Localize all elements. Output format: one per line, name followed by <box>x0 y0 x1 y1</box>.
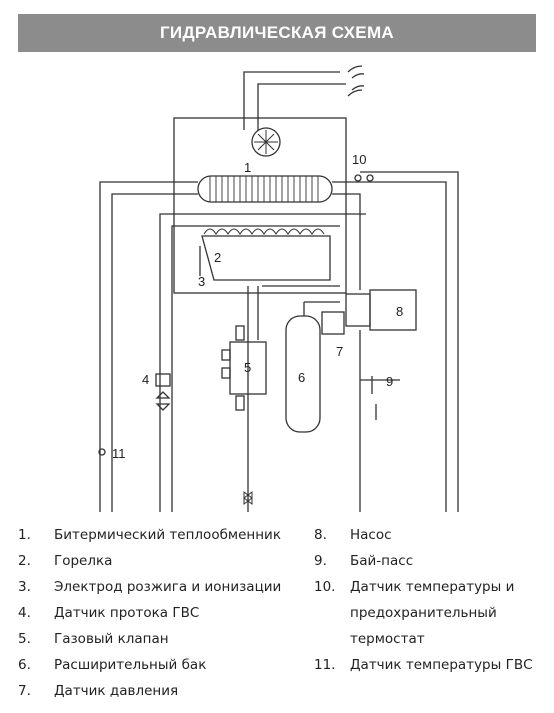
legend-text: Бай-пасс <box>350 553 414 569</box>
legend-right: 8. Насос 9. Бай-пасс 10. Датчик температуры и… <box>314 522 533 678</box>
boiler-casing <box>173 117 347 294</box>
pressure-sensor <box>321 311 345 335</box>
legend-number: 7. <box>18 683 31 699</box>
legend-text: Датчик температуры и <box>350 579 515 595</box>
legend-text: термостат <box>350 631 425 647</box>
legend-number: 10. <box>314 579 336 595</box>
label-7: 7 <box>336 344 343 359</box>
legend-text: Битермический теплообменник <box>54 527 281 543</box>
legend-item: 1. Битермический теплообменник <box>18 522 281 548</box>
burner <box>201 235 331 281</box>
temp-sensor <box>354 174 362 182</box>
page-title: ГИДРАВЛИЧЕСКАЯ СХЕМА <box>18 14 536 52</box>
label-1: 1 <box>244 160 251 175</box>
label-11: 11 <box>112 446 126 461</box>
heat-exchanger <box>197 175 333 203</box>
bypass <box>359 330 400 512</box>
label-6: 6 <box>298 370 305 385</box>
legend-number: 9. <box>314 553 327 569</box>
legend-item: 4. Датчик протока ГВС <box>18 600 281 626</box>
legend-number: 11. <box>314 657 336 673</box>
legend-text: Расширительный бак <box>54 657 207 673</box>
legend-number: 2. <box>18 553 31 569</box>
legend-number: 4. <box>18 605 31 621</box>
legend-item: 3. Электрод розжига и ионизации <box>18 574 281 600</box>
label-8: 8 <box>396 304 403 319</box>
flue-arrows <box>347 65 365 97</box>
legend-item: 8. Насос <box>314 522 533 548</box>
legend-item: 11. Датчик температуры ГВС <box>314 652 533 678</box>
label-9: 9 <box>386 374 393 389</box>
legend-number: 3. <box>18 579 31 595</box>
legend-item: 7. Датчик давления <box>18 678 281 704</box>
expansion-tank <box>285 315 321 433</box>
legend-text: предохранительный <box>350 605 497 621</box>
legend-number: 8. <box>314 527 327 543</box>
legend-item: предохранительный <box>314 600 533 626</box>
legend-text: Датчик температуры ГВС <box>350 657 533 673</box>
legend-item: 9. Бай-пасс <box>314 548 533 574</box>
dhw-temp-sensor <box>98 448 106 456</box>
label-4: 4 <box>142 372 149 387</box>
legend-number <box>314 600 350 626</box>
flue-duct <box>243 71 346 130</box>
legend-left: 1. Битермический теплообменник 2. Горелка 3.… <box>18 522 281 704</box>
flow-sensor <box>155 373 171 387</box>
legend-number <box>314 626 350 652</box>
legend-item: 2. Горелка <box>18 548 281 574</box>
label-3: 3 <box>198 274 205 289</box>
fan <box>251 127 281 157</box>
legend-item: 5. Газовый клапан <box>18 626 281 652</box>
hydraulic-diagram: 1 2 3 4 5 6 7 8 9 10 11 <box>98 65 459 512</box>
legend-item: 6. Расширительный бак <box>18 652 281 678</box>
legend-text: Датчик давления <box>54 683 179 699</box>
legend-text: Газовый клапан <box>54 631 169 647</box>
legend-item: термостат <box>314 626 533 652</box>
label-5: 5 <box>244 360 251 375</box>
legend-number: 1. <box>18 527 31 543</box>
label-2: 2 <box>214 250 221 265</box>
legend-number: 6. <box>18 657 31 673</box>
legend-item: 10. Датчик температуры и <box>314 574 533 600</box>
legend-text: Насос <box>350 527 392 543</box>
legend-text: Датчик протока ГВС <box>54 605 200 621</box>
legend-text: Горелка <box>54 553 113 569</box>
legend-text: Электрод розжига и ионизации <box>54 579 282 595</box>
legend-number: 5. <box>18 631 31 647</box>
label-10: 10 <box>352 152 366 167</box>
pump <box>369 289 417 331</box>
